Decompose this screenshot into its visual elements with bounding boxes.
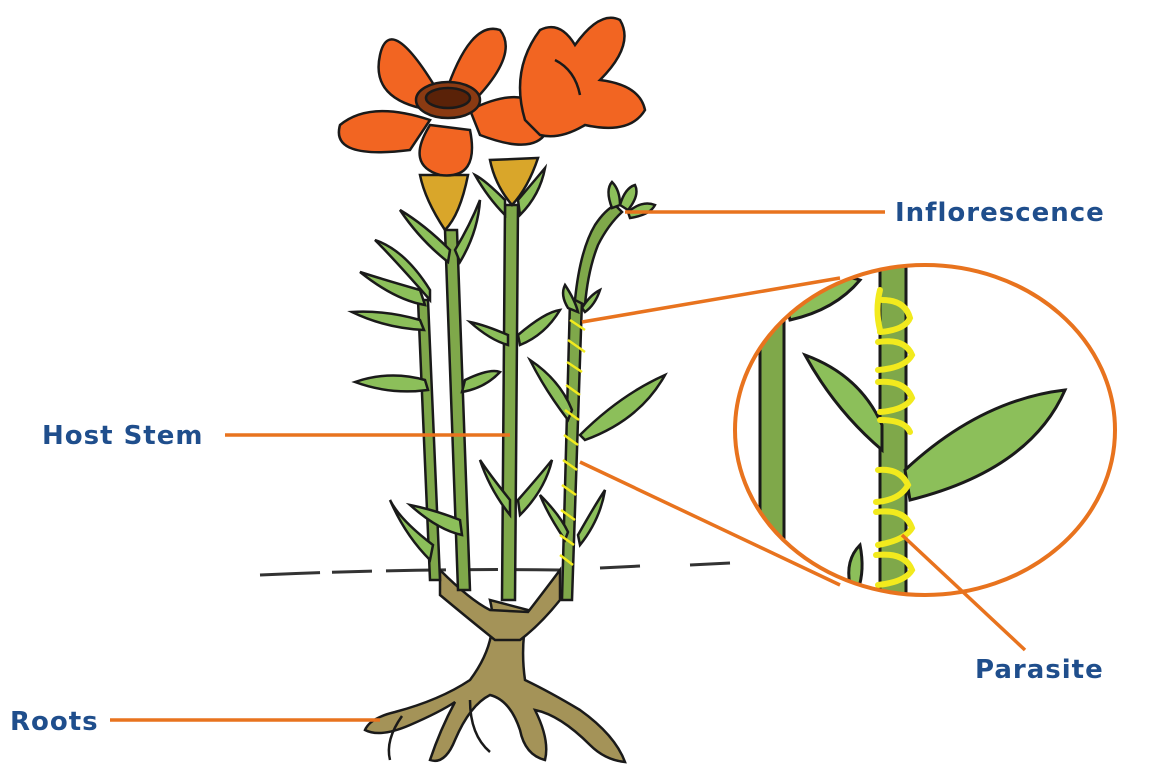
zoom-inset (735, 260, 1115, 600)
host-stem-label: Host Stem (42, 421, 203, 451)
flowers (339, 18, 645, 176)
ground-line (260, 563, 730, 575)
parasite-label: Parasite (975, 655, 1104, 685)
plant-stems (418, 205, 622, 600)
inflorescence-label: Inflorescence (895, 198, 1105, 228)
roots-label: Roots (10, 707, 99, 737)
